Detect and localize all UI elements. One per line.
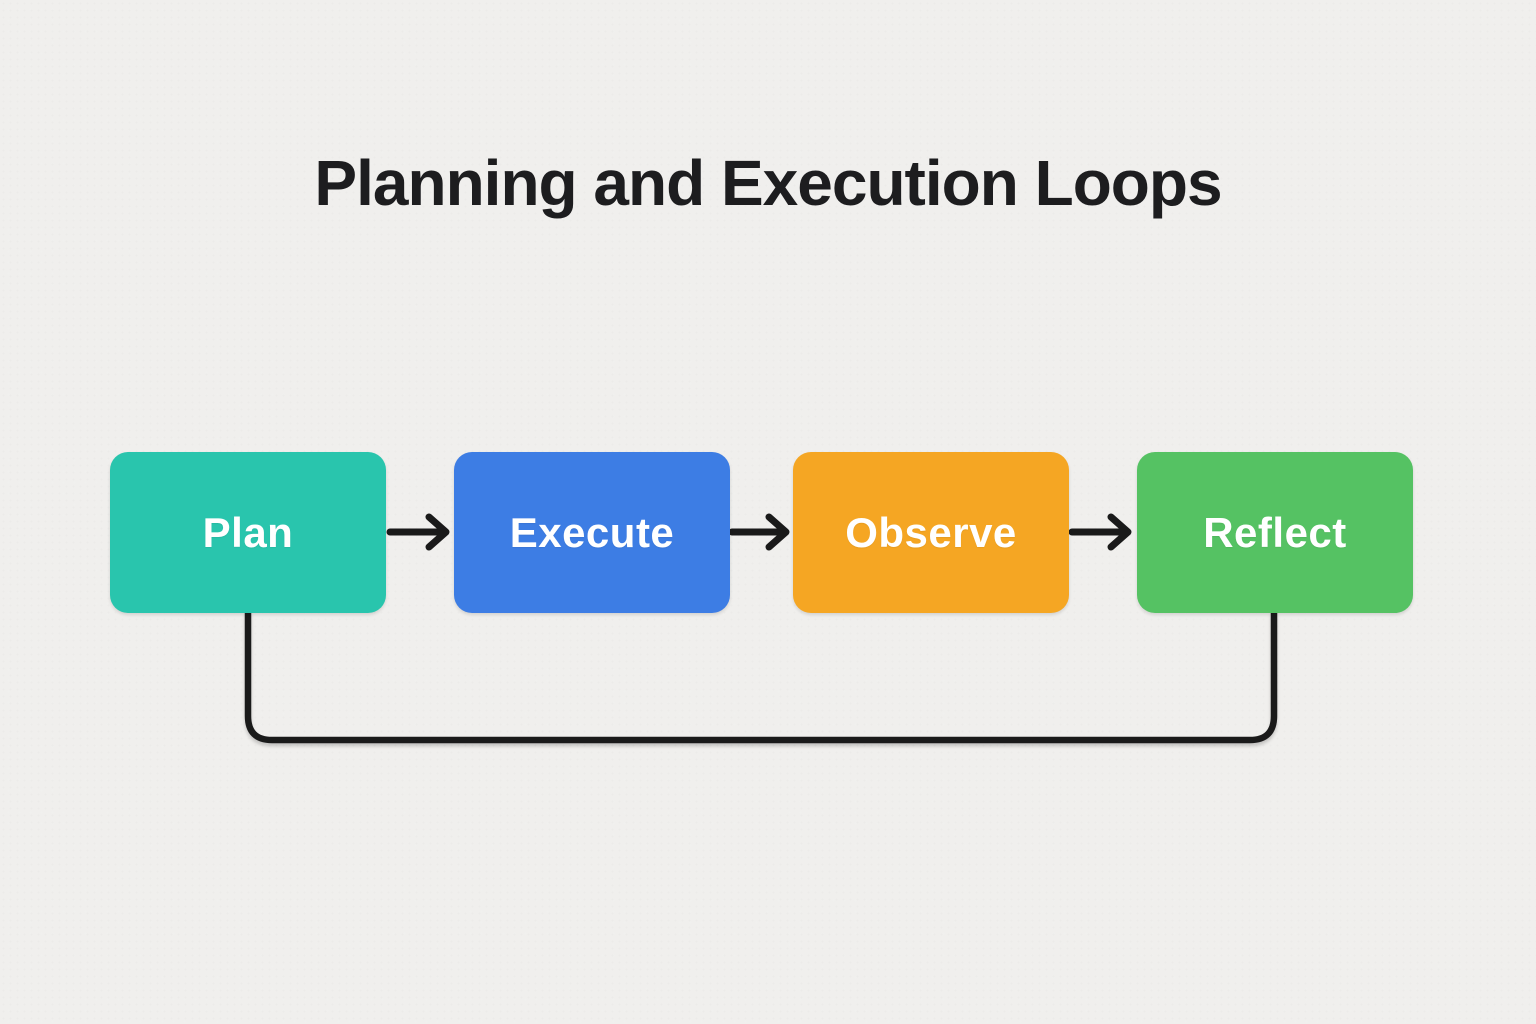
step-label-execute: Execute (509, 508, 675, 556)
arrow-execute-observe (728, 513, 790, 551)
step-label-observe: Observe (845, 508, 1017, 556)
feedback-loop-line (244, 609, 1278, 744)
step-label-plan: Plan (202, 508, 294, 556)
step-box-reflect: Reflect (1137, 452, 1413, 613)
step-box-execute: Execute (454, 452, 730, 613)
step-box-observe: Observe (793, 452, 1069, 613)
diagram-title: Planning and Execution Loops (314, 147, 1222, 219)
arrow-observe-reflect (1068, 513, 1132, 551)
arrow-plan-execute (386, 513, 450, 551)
step-label-reflect: Reflect (1203, 508, 1347, 556)
step-box-plan: Plan (110, 452, 386, 613)
